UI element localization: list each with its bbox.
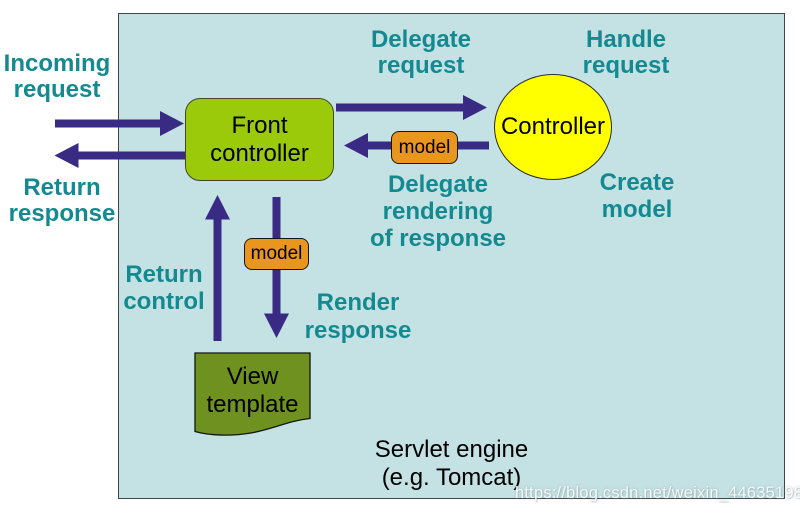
model-node-top: model	[391, 131, 458, 164]
view-template-shape	[194, 352, 311, 436]
view-template-label: View template	[206, 363, 299, 418]
return-control-label: Return control	[123, 261, 205, 315]
model-node-bottom: model	[244, 238, 309, 270]
handle-request-label: Handle request	[582, 26, 670, 79]
servlet-engine-label: Servlet engine (e.g. Tomcat)	[374, 436, 529, 491]
front-controller-node: Front controller	[185, 98, 334, 181]
delegate-rendering-label: Delegate rendering of response	[369, 171, 507, 252]
controller-node: Controller	[494, 74, 612, 180]
return-response-label: Return response	[8, 174, 116, 227]
view-template-node	[194, 352, 311, 436]
incoming-request-label: Incoming request	[3, 50, 111, 103]
create-model-label: Create model	[599, 169, 675, 223]
render-response-label: Render response	[304, 289, 412, 344]
delegate-request-label: Delegate request	[370, 26, 472, 79]
csdn-watermark: https://blog.csdn.net/weixin_44635198	[515, 484, 800, 502]
